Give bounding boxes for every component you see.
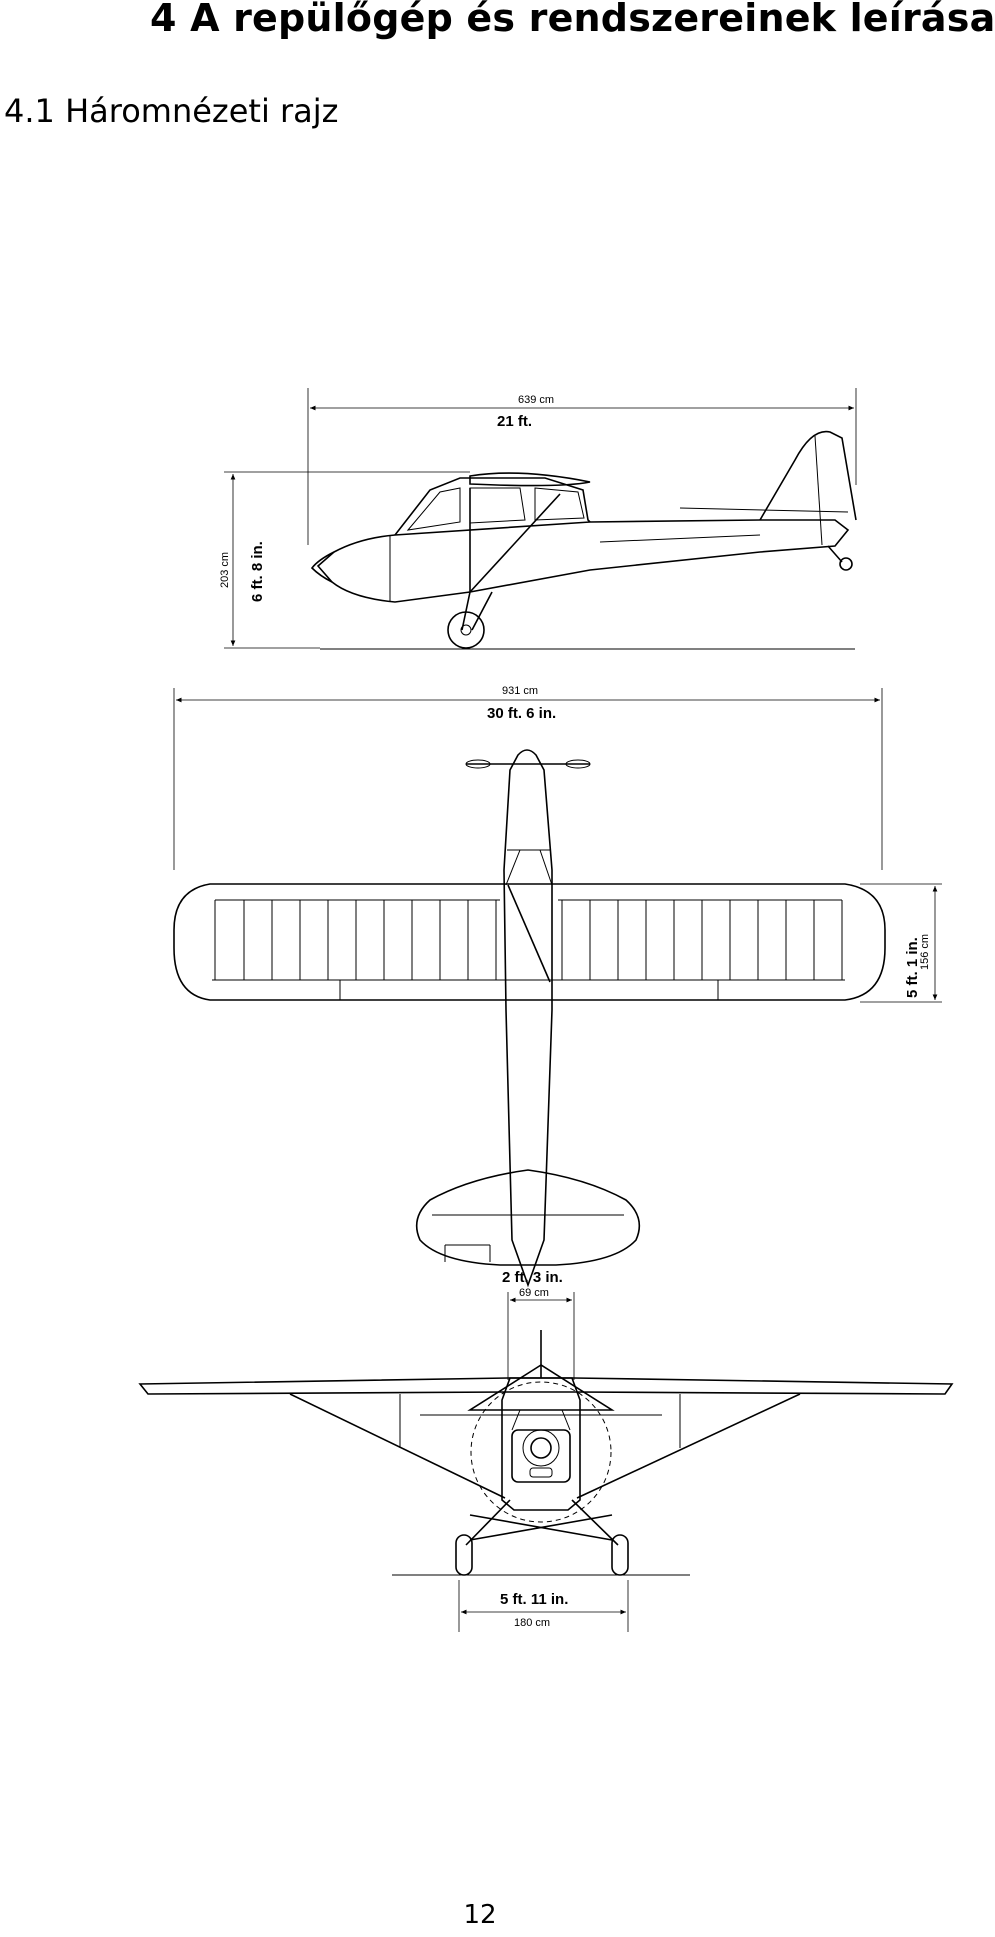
front-track-ft: 5 ft. 11 in. [500, 1591, 568, 1608]
wing-side [469, 472, 591, 487]
front-fuselage-cm: 69 cm [519, 1287, 549, 1299]
side-length-ft: 21 ft. [497, 413, 532, 430]
chapter-title: 4 A repülőgép és rendszereinek leírása [150, 0, 995, 40]
side-length-cm: 639 cm [518, 394, 554, 406]
fuselage-side [316, 519, 850, 603]
top-chord-cm: 156 cm [919, 934, 931, 970]
side-height-cm: 203 cm [219, 552, 231, 588]
wing-front [138, 1377, 954, 1395]
vertical-tail-side [759, 430, 857, 521]
side-height-ft: 6 ft. 8 in. [249, 541, 266, 602]
top-span-cm: 931 cm [502, 685, 538, 697]
top-span-ft: 30 ft. 6 in. [487, 705, 556, 722]
top-view: 931 cm 30 ft. 6 in. 5 ft. 1 in. 156 cm [173, 685, 942, 1288]
three-view-drawing: 639 cm 21 ft. 203 cm 6 ft. 8 in. [138, 388, 954, 1632]
front-fuselage-ft: 2 ft. 3 in. [502, 1269, 563, 1286]
fuselage-top [503, 749, 553, 1288]
top-chord-ft: 5 ft. 1 in. [904, 937, 921, 998]
horizontal-tail-top [415, 1169, 641, 1266]
main-wheel-side [447, 611, 485, 649]
page-number: 12 [463, 1900, 497, 1930]
wing-top [173, 883, 886, 1001]
side-view: 639 cm 21 ft. 203 cm 6 ft. 8 in. [219, 388, 857, 650]
front-view: 2 ft. 3 in. 69 cm [138, 1269, 954, 1632]
fuselage-front [501, 1377, 581, 1511]
propeller-disc [470, 1381, 612, 1523]
section-title: 4.1 Háromnézeti rajz [4, 92, 339, 130]
front-track-cm: 180 cm [514, 1617, 550, 1629]
